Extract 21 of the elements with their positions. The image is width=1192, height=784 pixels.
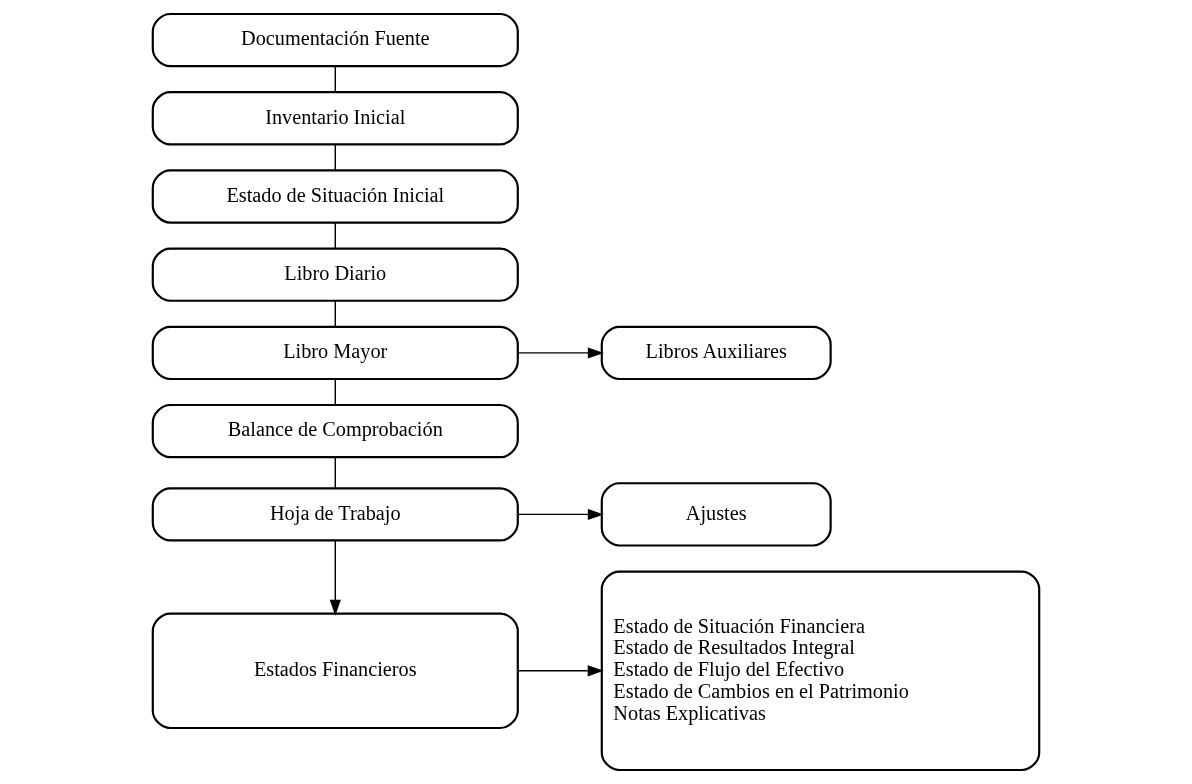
connector <box>334 300 336 328</box>
node-box: Estado de Situación Inicial <box>151 169 519 224</box>
arrow <box>517 665 604 677</box>
connector <box>334 456 336 489</box>
connector <box>334 65 336 93</box>
connector <box>334 143 336 171</box>
connector <box>334 221 336 249</box>
node-box: Inventario Inicial <box>151 91 519 146</box>
node-box: Documentación Fuente <box>151 12 519 68</box>
node-box: Balance de Comprobación <box>151 403 519 459</box>
arrow <box>329 539 341 616</box>
node-box: Estados Financieros <box>151 612 519 730</box>
node-box: Hoja de Trabajo <box>151 487 519 542</box>
arrow <box>517 347 604 359</box>
node-box: Libro Mayor <box>151 325 519 381</box>
connector <box>334 378 336 406</box>
node-box: Ajustes <box>600 482 832 547</box>
node-box: Libros Auxiliares <box>600 325 832 381</box>
node-box: Estado de Situación Financiera Estado de Resultados Integral Estado de Flujo del Efectivo Estado de Cambios en el Patrimonio Notas Explicativas <box>600 570 1041 772</box>
arrow <box>517 508 604 520</box>
node-box: Libro Diario <box>151 247 519 302</box>
